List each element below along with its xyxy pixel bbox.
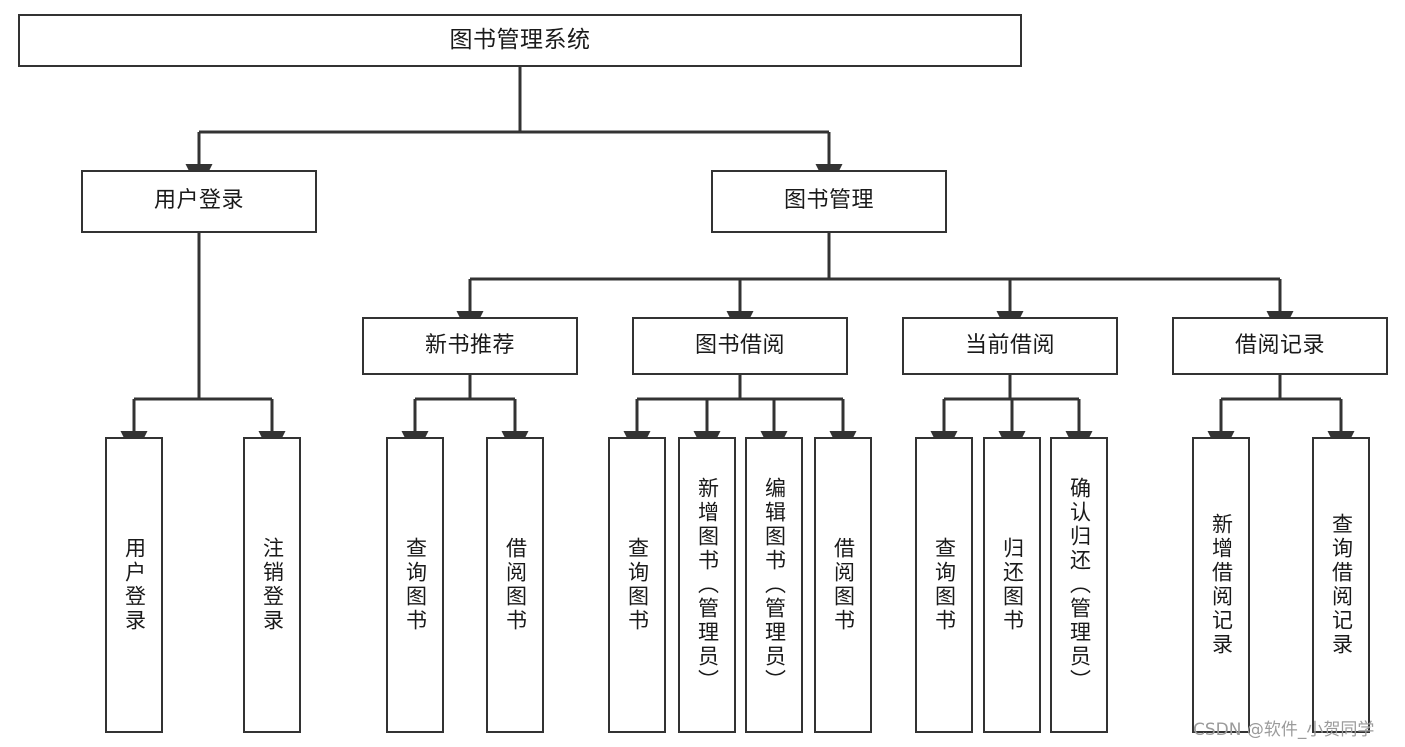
leaf-add-book[interactable]: 新增图书（管理员） bbox=[678, 437, 736, 733]
leaf-borrow-book-recommend[interactable]: 借阅图书 bbox=[486, 437, 544, 733]
node-label: 编辑图书（管理员） bbox=[762, 477, 787, 693]
leaf-edit-book[interactable]: 编辑图书（管理员） bbox=[745, 437, 803, 733]
node-book-borrow[interactable]: 图书借阅 bbox=[632, 317, 848, 375]
node-root-system[interactable]: 图书管理系统 bbox=[18, 14, 1022, 67]
node-label: 归还图书 bbox=[1000, 537, 1025, 633]
leaf-borrow-book[interactable]: 借阅图书 bbox=[814, 437, 872, 733]
node-book-manage[interactable]: 图书管理 bbox=[711, 170, 947, 233]
node-label: 确认归还（管理员） bbox=[1067, 477, 1092, 693]
node-borrow-record[interactable]: 借阅记录 bbox=[1172, 317, 1388, 375]
leaf-return-book[interactable]: 归还图书 bbox=[983, 437, 1041, 733]
node-label: 图书借阅 bbox=[694, 332, 785, 358]
node-label: 借阅记录 bbox=[1234, 332, 1325, 358]
leaf-user-login[interactable]: 用户登录 bbox=[105, 437, 163, 733]
node-label: 查询图书 bbox=[932, 537, 957, 633]
node-user-login[interactable]: 用户登录 bbox=[81, 170, 317, 233]
node-label: 当前借阅 bbox=[964, 332, 1055, 358]
leaf-query-book-current[interactable]: 查询图书 bbox=[915, 437, 973, 733]
leaf-logout[interactable]: 注销登录 bbox=[243, 437, 301, 733]
watermark-text: CSDN @软件_小贺同学 bbox=[1193, 720, 1375, 740]
node-label: 查询图书 bbox=[625, 537, 650, 633]
node-label: 用户登录 bbox=[122, 537, 147, 633]
leaf-query-borrow-record[interactable]: 查询借阅记录 bbox=[1312, 437, 1370, 733]
connector-edges bbox=[120, 67, 1355, 458]
node-label: 新增图书（管理员） bbox=[695, 477, 720, 693]
node-label: 新增借阅记录 bbox=[1209, 513, 1234, 657]
leaf-confirm-return[interactable]: 确认归还（管理员） bbox=[1050, 437, 1108, 733]
leaf-add-borrow-record[interactable]: 新增借阅记录 bbox=[1192, 437, 1250, 733]
leaf-query-book-recommend[interactable]: 查询图书 bbox=[386, 437, 444, 733]
node-new-book-recommend[interactable]: 新书推荐 bbox=[362, 317, 578, 375]
node-label: 注销登录 bbox=[260, 537, 285, 633]
node-label: 查询借阅记录 bbox=[1329, 513, 1354, 657]
node-label: 用户登录 bbox=[153, 188, 244, 214]
node-label: 图书管理系统 bbox=[449, 26, 591, 53]
leaf-query-book-borrow[interactable]: 查询图书 bbox=[608, 437, 666, 733]
node-current-borrow[interactable]: 当前借阅 bbox=[902, 317, 1118, 375]
node-label: 查询图书 bbox=[403, 537, 428, 633]
node-label: 借阅图书 bbox=[831, 537, 856, 633]
node-label: 借阅图书 bbox=[503, 537, 528, 633]
node-label: 图书管理 bbox=[783, 188, 874, 214]
node-label: 新书推荐 bbox=[424, 332, 515, 358]
